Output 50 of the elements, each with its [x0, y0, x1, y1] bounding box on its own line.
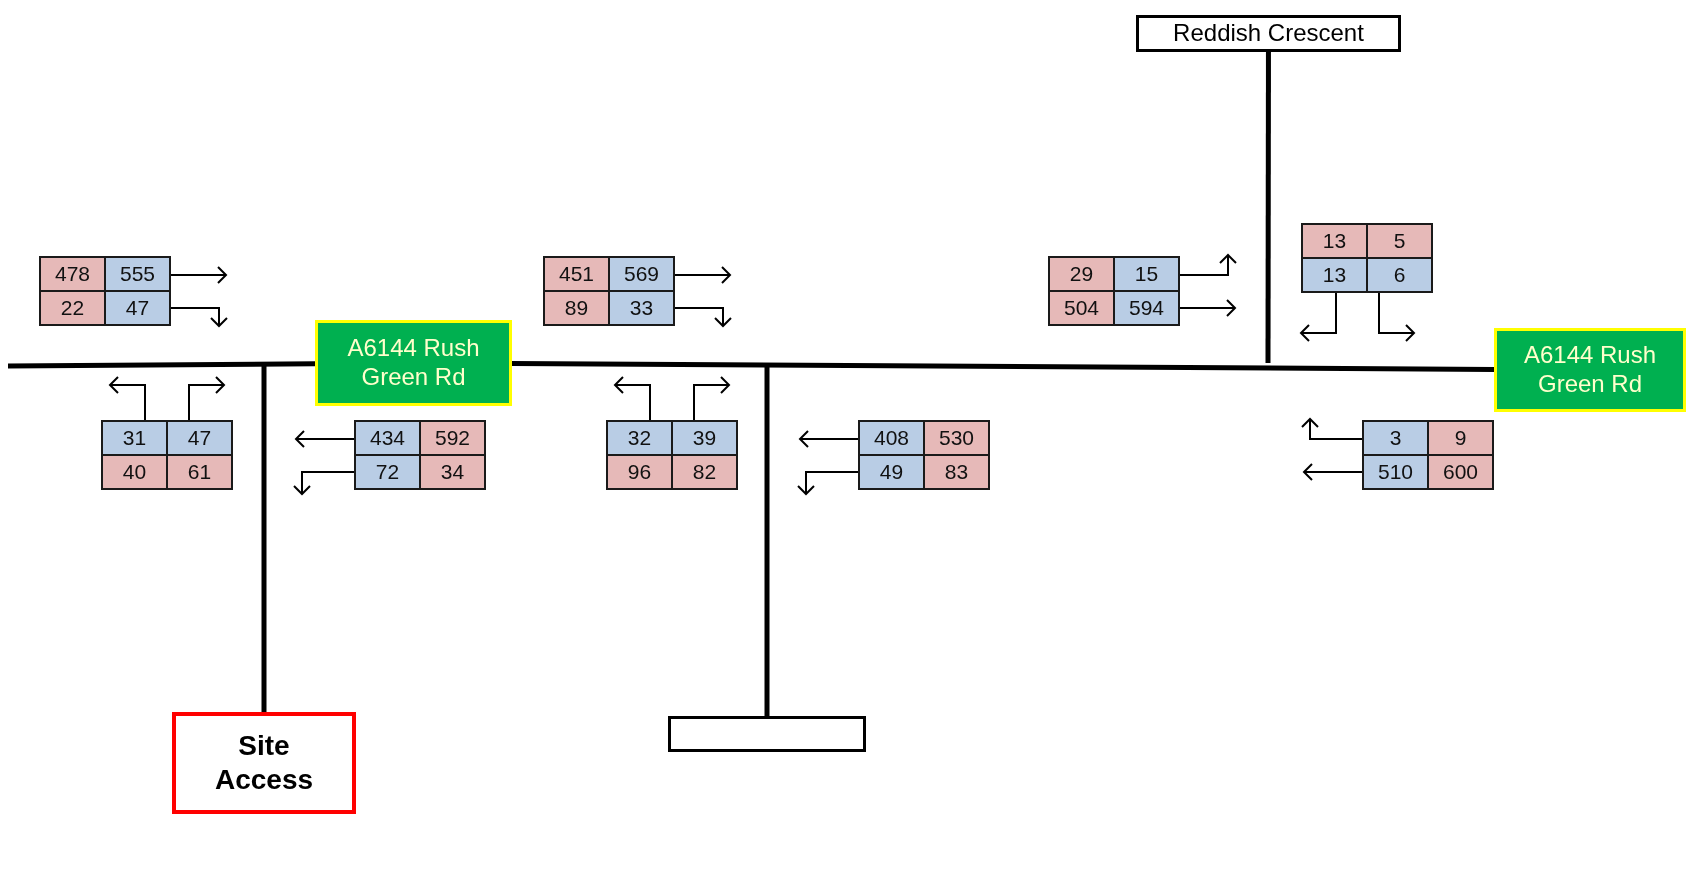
- count-cell: 478: [41, 258, 104, 290]
- count-cell: 13: [1303, 225, 1366, 257]
- count-cell: 49: [860, 456, 923, 488]
- count-cell: 33: [610, 292, 673, 324]
- count-cell: 504: [1050, 292, 1113, 324]
- count-cell: 555: [106, 258, 169, 290]
- count-cell: 592: [421, 422, 484, 454]
- count-cell: 39: [673, 422, 736, 454]
- road-name: Site Access: [213, 729, 315, 797]
- site-access-box: [172, 712, 356, 814]
- count-cell: 96: [608, 456, 671, 488]
- count-cell: 22: [41, 292, 104, 324]
- road-line: [261, 366, 267, 712]
- count-cell: 6: [1368, 259, 1431, 291]
- street-name-box: [1136, 15, 1401, 52]
- count-cell: 40: [103, 456, 166, 488]
- road-line: [1265, 52, 1271, 363]
- count-cell: 9: [1429, 422, 1492, 454]
- count-cell: 569: [610, 258, 673, 290]
- count-cell: 31: [103, 422, 166, 454]
- count-cell: 47: [106, 292, 169, 324]
- count-cell: 72: [356, 456, 419, 488]
- road-name: Reddish Crescent: [1173, 19, 1364, 48]
- count-cell: 408: [860, 422, 923, 454]
- road-name: A6144 Rush Green Rd: [1522, 341, 1658, 399]
- count-cell: 34: [421, 456, 484, 488]
- count-cell: 600: [1429, 456, 1492, 488]
- count-cell: 82: [673, 456, 736, 488]
- count-cell: 3: [1364, 422, 1427, 454]
- road-name-box: [1494, 328, 1686, 412]
- count-cell: 434: [356, 422, 419, 454]
- count-cell: 83: [925, 456, 988, 488]
- blank-box: [668, 716, 866, 752]
- count-cell: 89: [545, 292, 608, 324]
- road-line: [764, 364, 770, 716]
- count-cell: 5: [1368, 225, 1431, 257]
- count-cell: 29: [1050, 258, 1113, 290]
- count-cell: 13: [1303, 259, 1366, 291]
- count-cell: 32: [608, 422, 671, 454]
- count-cell: 530: [925, 422, 988, 454]
- count-cell: 594: [1115, 292, 1178, 324]
- road-line: [8, 361, 315, 369]
- count-cell: 451: [545, 258, 608, 290]
- count-cell: 47: [168, 422, 231, 454]
- count-cell: 510: [1364, 456, 1427, 488]
- road-name-box: [315, 320, 512, 406]
- road-line: [512, 361, 1494, 372]
- road-name: A6144 Rush Green Rd: [346, 334, 481, 392]
- count-cell: 61: [168, 456, 231, 488]
- count-cell: 15: [1115, 258, 1178, 290]
